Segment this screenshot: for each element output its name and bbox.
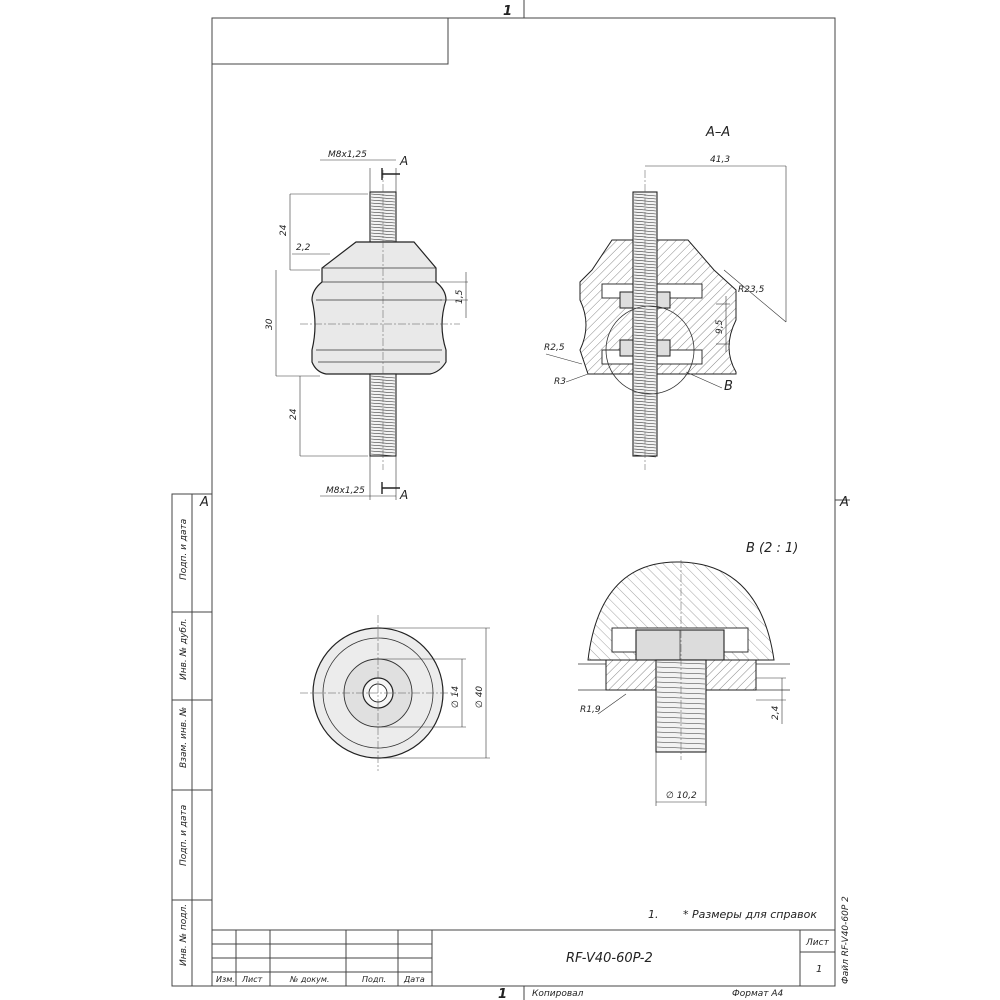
dim-detail-height: 2,4	[771, 705, 781, 720]
title-sheet-no: 1	[816, 964, 822, 975]
title-col-sign: Подп.	[362, 975, 386, 984]
title-sheet-label: Лист	[805, 938, 830, 948]
cut-label-bottom: A	[399, 488, 408, 502]
stamp-replace-inv: Взам. инв. №	[179, 707, 189, 768]
title-copied: Копировал	[532, 989, 584, 999]
dim-radius-a: R2,5	[544, 343, 565, 353]
note-number: 1.	[648, 908, 659, 921]
dim-chamfer: 2,2	[296, 243, 311, 253]
section-view	[545, 165, 787, 470]
dim-section-width: 41,3	[710, 155, 730, 165]
title-col-date: Дата	[403, 975, 425, 984]
note-text: * Размеры для справок	[683, 908, 817, 921]
stamp-orig-inv: Инв. № подл.	[179, 904, 189, 966]
dim-diam-inner: ∅ 14	[451, 686, 461, 708]
zone-bottom-label: 1	[498, 987, 507, 1000]
stamp-sign-date-bottom: Подп. и дата	[179, 805, 189, 866]
dim-radius-b: R3	[554, 377, 566, 387]
front-view	[275, 159, 468, 500]
title-designation: RF-V40-60P-2	[566, 951, 653, 966]
sheet-frame	[211, 0, 850, 1000]
dim-thread-top: M8x1,25	[328, 150, 367, 160]
dim-nut-gap: 9,5	[715, 319, 725, 334]
side-stamp	[171, 493, 213, 987]
title-col-izm: Изм.	[216, 975, 235, 984]
zone-top-label: 1	[503, 4, 512, 19]
dim-stud-top-len: 24	[279, 224, 289, 236]
title-col-doc: № докум.	[289, 975, 329, 984]
dim-radius-detail: R1,9	[580, 705, 601, 715]
stamp-dupl-inv: Инв. № дубл.	[179, 618, 189, 680]
detail-view	[578, 560, 790, 806]
cut-label-top: A	[399, 154, 408, 168]
zone-left-label: A	[199, 495, 209, 510]
detail-marker: B	[724, 379, 733, 394]
section-title: A–A	[705, 125, 730, 140]
dim-thread-bottom: M8x1,25	[326, 486, 365, 496]
top-view	[300, 615, 490, 771]
detail-title: B (2 : 1)	[746, 541, 798, 556]
dim-radius-outer: R23,5	[738, 285, 765, 295]
title-col-list: Лист	[241, 975, 263, 984]
dim-detail-diam: ∅ 10,2	[666, 791, 697, 801]
dim-stud-bottom-len: 24	[289, 408, 299, 420]
title-file: Файл RF-V40-60P 2	[841, 896, 851, 984]
title-block	[212, 929, 835, 986]
dim-groove: 1,5	[455, 289, 465, 304]
zone-right-label: A	[839, 495, 849, 510]
title-format: Формат A4	[732, 989, 784, 999]
stamp-sign-date-top: Подп. и дата	[179, 519, 189, 580]
dim-diam-outer: ∅ 40	[475, 686, 485, 708]
dim-height: 30	[265, 318, 275, 330]
